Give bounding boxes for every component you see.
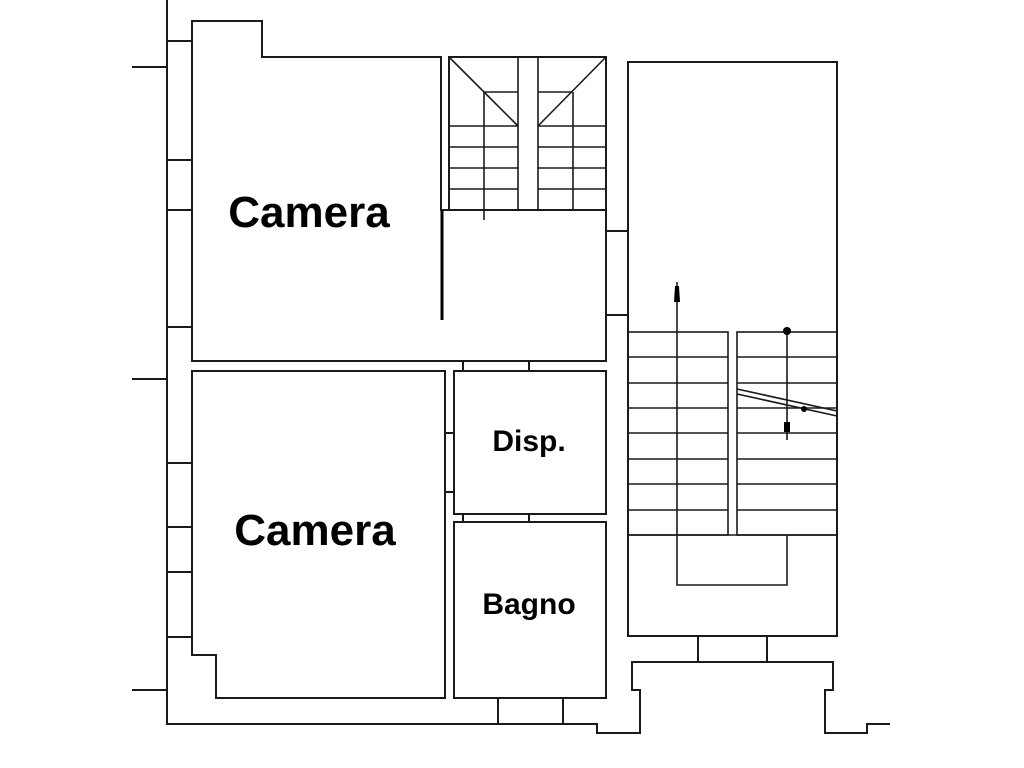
room-disp xyxy=(453,370,607,515)
label-disp: Disp. xyxy=(492,425,565,458)
room-camera-bottom xyxy=(191,370,446,699)
left-windows xyxy=(167,40,192,638)
label-bagno: Bagno xyxy=(482,588,575,621)
stair-top xyxy=(448,56,607,220)
label-camera-top: Camera xyxy=(228,188,390,237)
outer-wall xyxy=(166,0,890,734)
stairwell-right xyxy=(627,61,838,662)
exterior-ticks xyxy=(132,66,167,691)
wall-connectors xyxy=(445,230,628,724)
label-camera-bottom: Camera xyxy=(234,506,396,555)
room-bagno xyxy=(453,521,607,699)
room-camera-top xyxy=(191,20,607,362)
